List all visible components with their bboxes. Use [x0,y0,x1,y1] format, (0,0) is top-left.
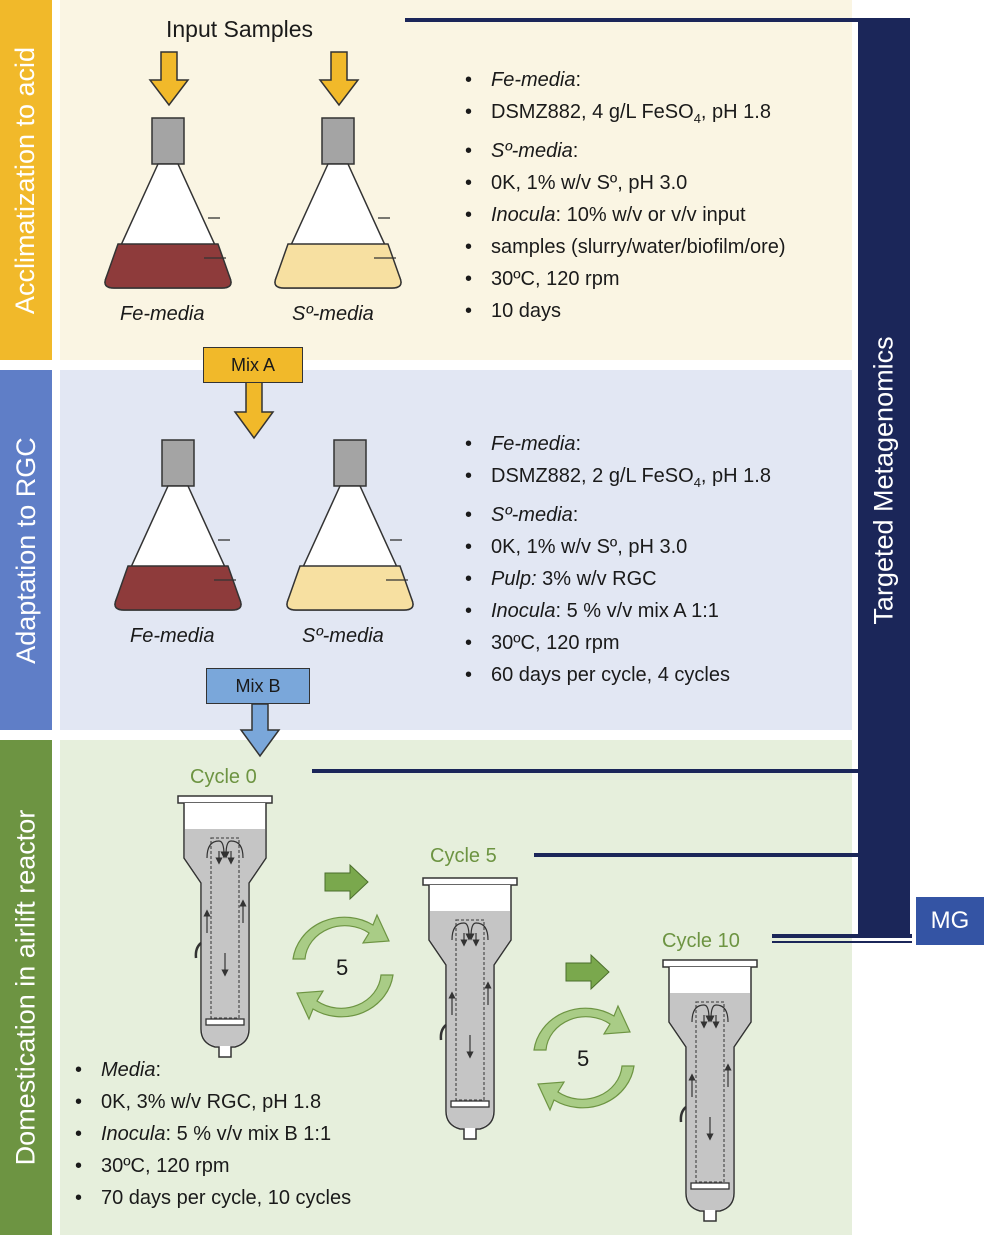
adaptation-flask-s [286,439,414,611]
forward-arrow-2 [565,953,610,991]
adapt-duration-item: 60 days per cycle, 4 cycles [465,659,845,691]
domestication-side-bar: Domestication in airlift reactor [0,740,52,1235]
fe-media-item: Fe-media: [465,64,845,96]
acclimatization-side-bar: Acclimatization to acid [0,0,52,360]
forward-arrow-1 [324,863,369,901]
reactor-cycle-0 [178,796,272,1057]
conditions-item: 30ºC, 120 rpm [465,263,845,295]
adapt-inocula-item: Inocula: 5 % v/v mix A 1:1 [465,595,845,627]
mg-badge: MG [916,897,984,945]
adapt-pulp-rest: 3% w/v RGC [536,568,657,590]
duration-item: 10 days [465,295,845,327]
adapt-s-media-item: Sº-media: [465,499,845,531]
cycle-loop-2 [533,1004,635,1112]
s-media-item: Sº-media: [465,135,845,167]
dom-inocula-term: Inocula [101,1123,166,1145]
adapt-s-media-term: Sº-media [491,504,573,526]
adapt-pulp-item: Pulp: 3% w/v RGC [465,563,845,595]
dom-media-term: Media [101,1059,156,1081]
inocula-detail: samples (slurry/water/biofilm/ore) [465,231,845,263]
adapt-pulp-term: Pulp: [491,568,537,590]
fe-media-sub: 4 [693,111,701,126]
input-arrow-s [318,51,360,107]
fe-media-detail-a: DSMZ882, 4 g/L FeSO [491,101,694,123]
inocula-term: Inocula [491,204,556,226]
dom-conditions-item: 30ºC, 120 rpm [75,1150,455,1182]
dom-duration-item: 70 days per cycle, 10 cycles [75,1182,455,1214]
s-media-term: Sº-media [491,140,573,162]
inocula-rest: : 10% w/v or v/v input [555,204,746,226]
acclimatization-flask-fe [104,117,232,289]
reactor-cycle-10 [663,960,757,1221]
adapt-fe-media-detail: DSMZ882, 2 g/L FeSO4, pH 1.8 [465,460,845,499]
adapt-fe-media-colon: : [575,433,582,455]
adaptation-side-bar: Adaptation to RGC [0,370,52,730]
dom-inocula-rest: : 5 % v/v mix B 1:1 [165,1123,332,1145]
fe-media-detail: DSMZ882, 4 g/L FeSO4, pH 1.8 [465,96,845,135]
adapt-fe-media-detail-b: , pH 1.8 [700,465,771,487]
dom-media-detail: 0K, 3% w/v RGC, pH 1.8 [75,1086,455,1118]
fe-media-colon: : [575,69,582,91]
adaptation-conditions-list: Fe-media: DSMZ882, 2 g/L FeSO4, pH 1.8 S… [465,428,845,691]
mix-a-label: Mix A [230,354,275,375]
s-media-colon: : [572,140,579,162]
metagenomics-title: Targeted Metagenomics [868,335,899,625]
fe-media-detail-b: , pH 1.8 [700,101,771,123]
adapt-inocula-term: Inocula [491,600,556,622]
adapt-fe-media-sub: 4 [693,475,701,490]
metagenomics-bar [858,18,910,938]
mix-b-label: Mix B [235,675,281,696]
adapt-fe-media-term: Fe-media [491,433,576,455]
input-samples-label: Input Samples [166,16,314,42]
cycle-5-label: Cycle 5 [430,845,497,867]
input-arrow-fe [148,51,190,107]
adapt-s-media-detail: 0K, 1% w/v Sº, pH 3.0 [465,531,845,563]
loop-count-1: 5 [336,955,349,980]
cycle-loop-1 [292,913,394,1021]
acclimatization-flask-s [274,117,402,289]
metagenomics-title-box: Targeted Metagenomics [858,180,910,780]
acclimatization-s-label: Sº-media [292,303,374,325]
adapt-conditions-item: 30ºC, 120 rpm [465,627,845,659]
dom-media-item: Media: [75,1054,455,1086]
mix-b-arrow [239,703,281,758]
adapt-inocula-rest: : 5 % v/v mix A 1:1 [555,600,719,622]
dom-inocula-item: Inocula: 5 % v/v mix B 1:1 [75,1118,455,1150]
metagenomics-connector-lines [312,18,912,943]
adapt-fe-media-item: Fe-media: [465,428,845,460]
mg-badge-label: MG [930,907,970,934]
acclimatization-fe-label: Fe-media [120,303,205,325]
adapt-fe-media-detail-a: DSMZ882, 2 g/L FeSO [491,465,694,487]
fe-media-term: Fe-media [491,69,576,91]
s-media-detail: 0K, 1% w/v Sº, pH 3.0 [465,167,845,199]
adaptation-flask-fe [114,439,242,611]
mix-a-arrow [233,381,275,440]
domestication-conditions-list: Media: 0K, 3% w/v RGC, pH 1.8 Inocula: 5… [75,1054,455,1214]
adaptation-s-label: Sº-media [302,625,384,647]
adapt-s-media-colon: : [572,504,579,526]
mix-a-box: Mix A [203,347,303,383]
acclimatization-conditions-list: Fe-media: DSMZ882, 4 g/L FeSO4, pH 1.8 S… [465,64,845,327]
cycle-0-label: Cycle 0 [190,766,257,788]
mix-b-box: Mix B [206,668,310,704]
cycle-10-label: Cycle 10 [662,930,740,952]
inocula-item: Inocula: 10% w/v or v/v input [465,199,845,231]
dom-media-colon: : [155,1059,162,1081]
loop-count-2: 5 [577,1046,590,1071]
adaptation-fe-label: Fe-media [130,625,215,647]
